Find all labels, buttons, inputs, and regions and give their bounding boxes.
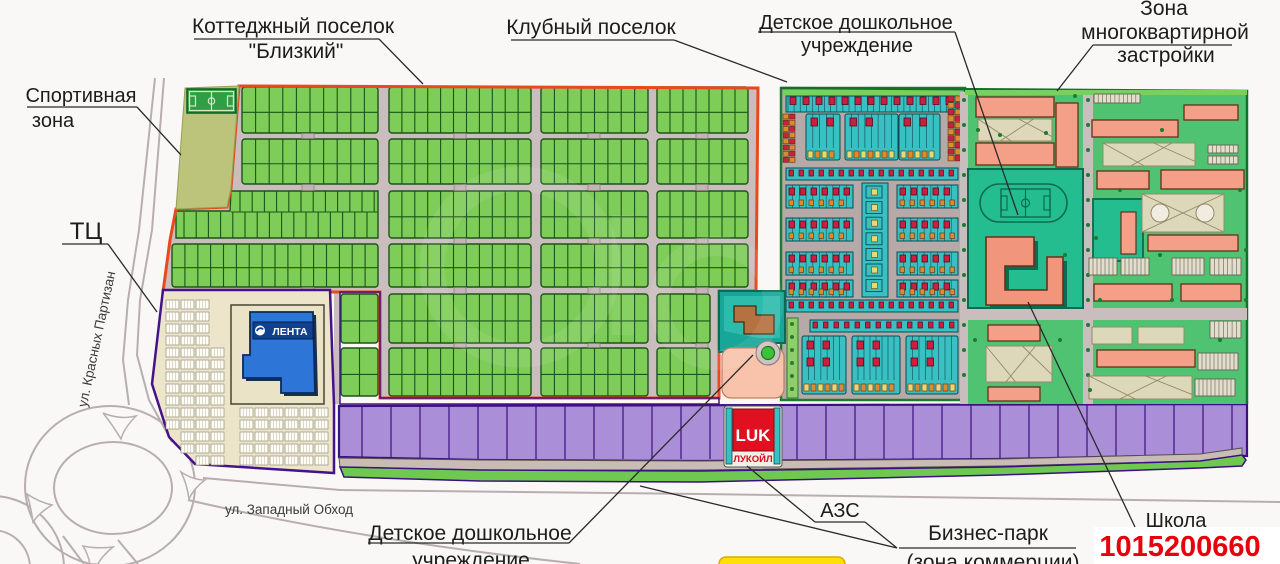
svg-text:многоквартирной: многоквартирной [1081,21,1249,44]
svg-text:ЛУКОЙЛ: ЛУКОЙЛ [733,453,773,465]
svg-text:учреждение: учреждение [412,549,530,564]
svg-text:ЛЕНТА: ЛЕНТА [272,326,308,338]
svg-text:АЗС: АЗС [820,500,859,522]
svg-text:ул. Западный Обход: ул. Западный Обход [225,502,353,517]
svg-text:Спортивная: Спортивная [25,85,136,107]
svg-text:Коттеджный поселок: Коттеджный поселок [192,15,395,38]
svg-text:Школа: Школа [1146,510,1208,532]
svg-text:Детское дошкольное: Детское дошкольное [368,522,571,545]
svg-text:Клубный поселок: Клубный поселок [506,16,676,39]
svg-text:1015200660: 1015200660 [1099,531,1260,563]
svg-text:зона: зона [32,110,75,132]
svg-text:ТЦ: ТЦ [70,218,103,245]
svg-text:Детское дошкольное: Детское дошкольное [759,12,953,34]
svg-text:Бизнес-парк: Бизнес-парк [928,522,1049,545]
svg-text:учреждение: учреждение [801,35,913,57]
svg-text:Зона: Зона [1140,0,1188,20]
svg-text:LUK: LUK [736,426,772,445]
svg-text:(зона коммерции): (зона коммерции) [907,551,1080,564]
svg-text:"Близкий": "Близкий" [249,40,344,63]
svg-text:застройки: застройки [1117,44,1214,67]
